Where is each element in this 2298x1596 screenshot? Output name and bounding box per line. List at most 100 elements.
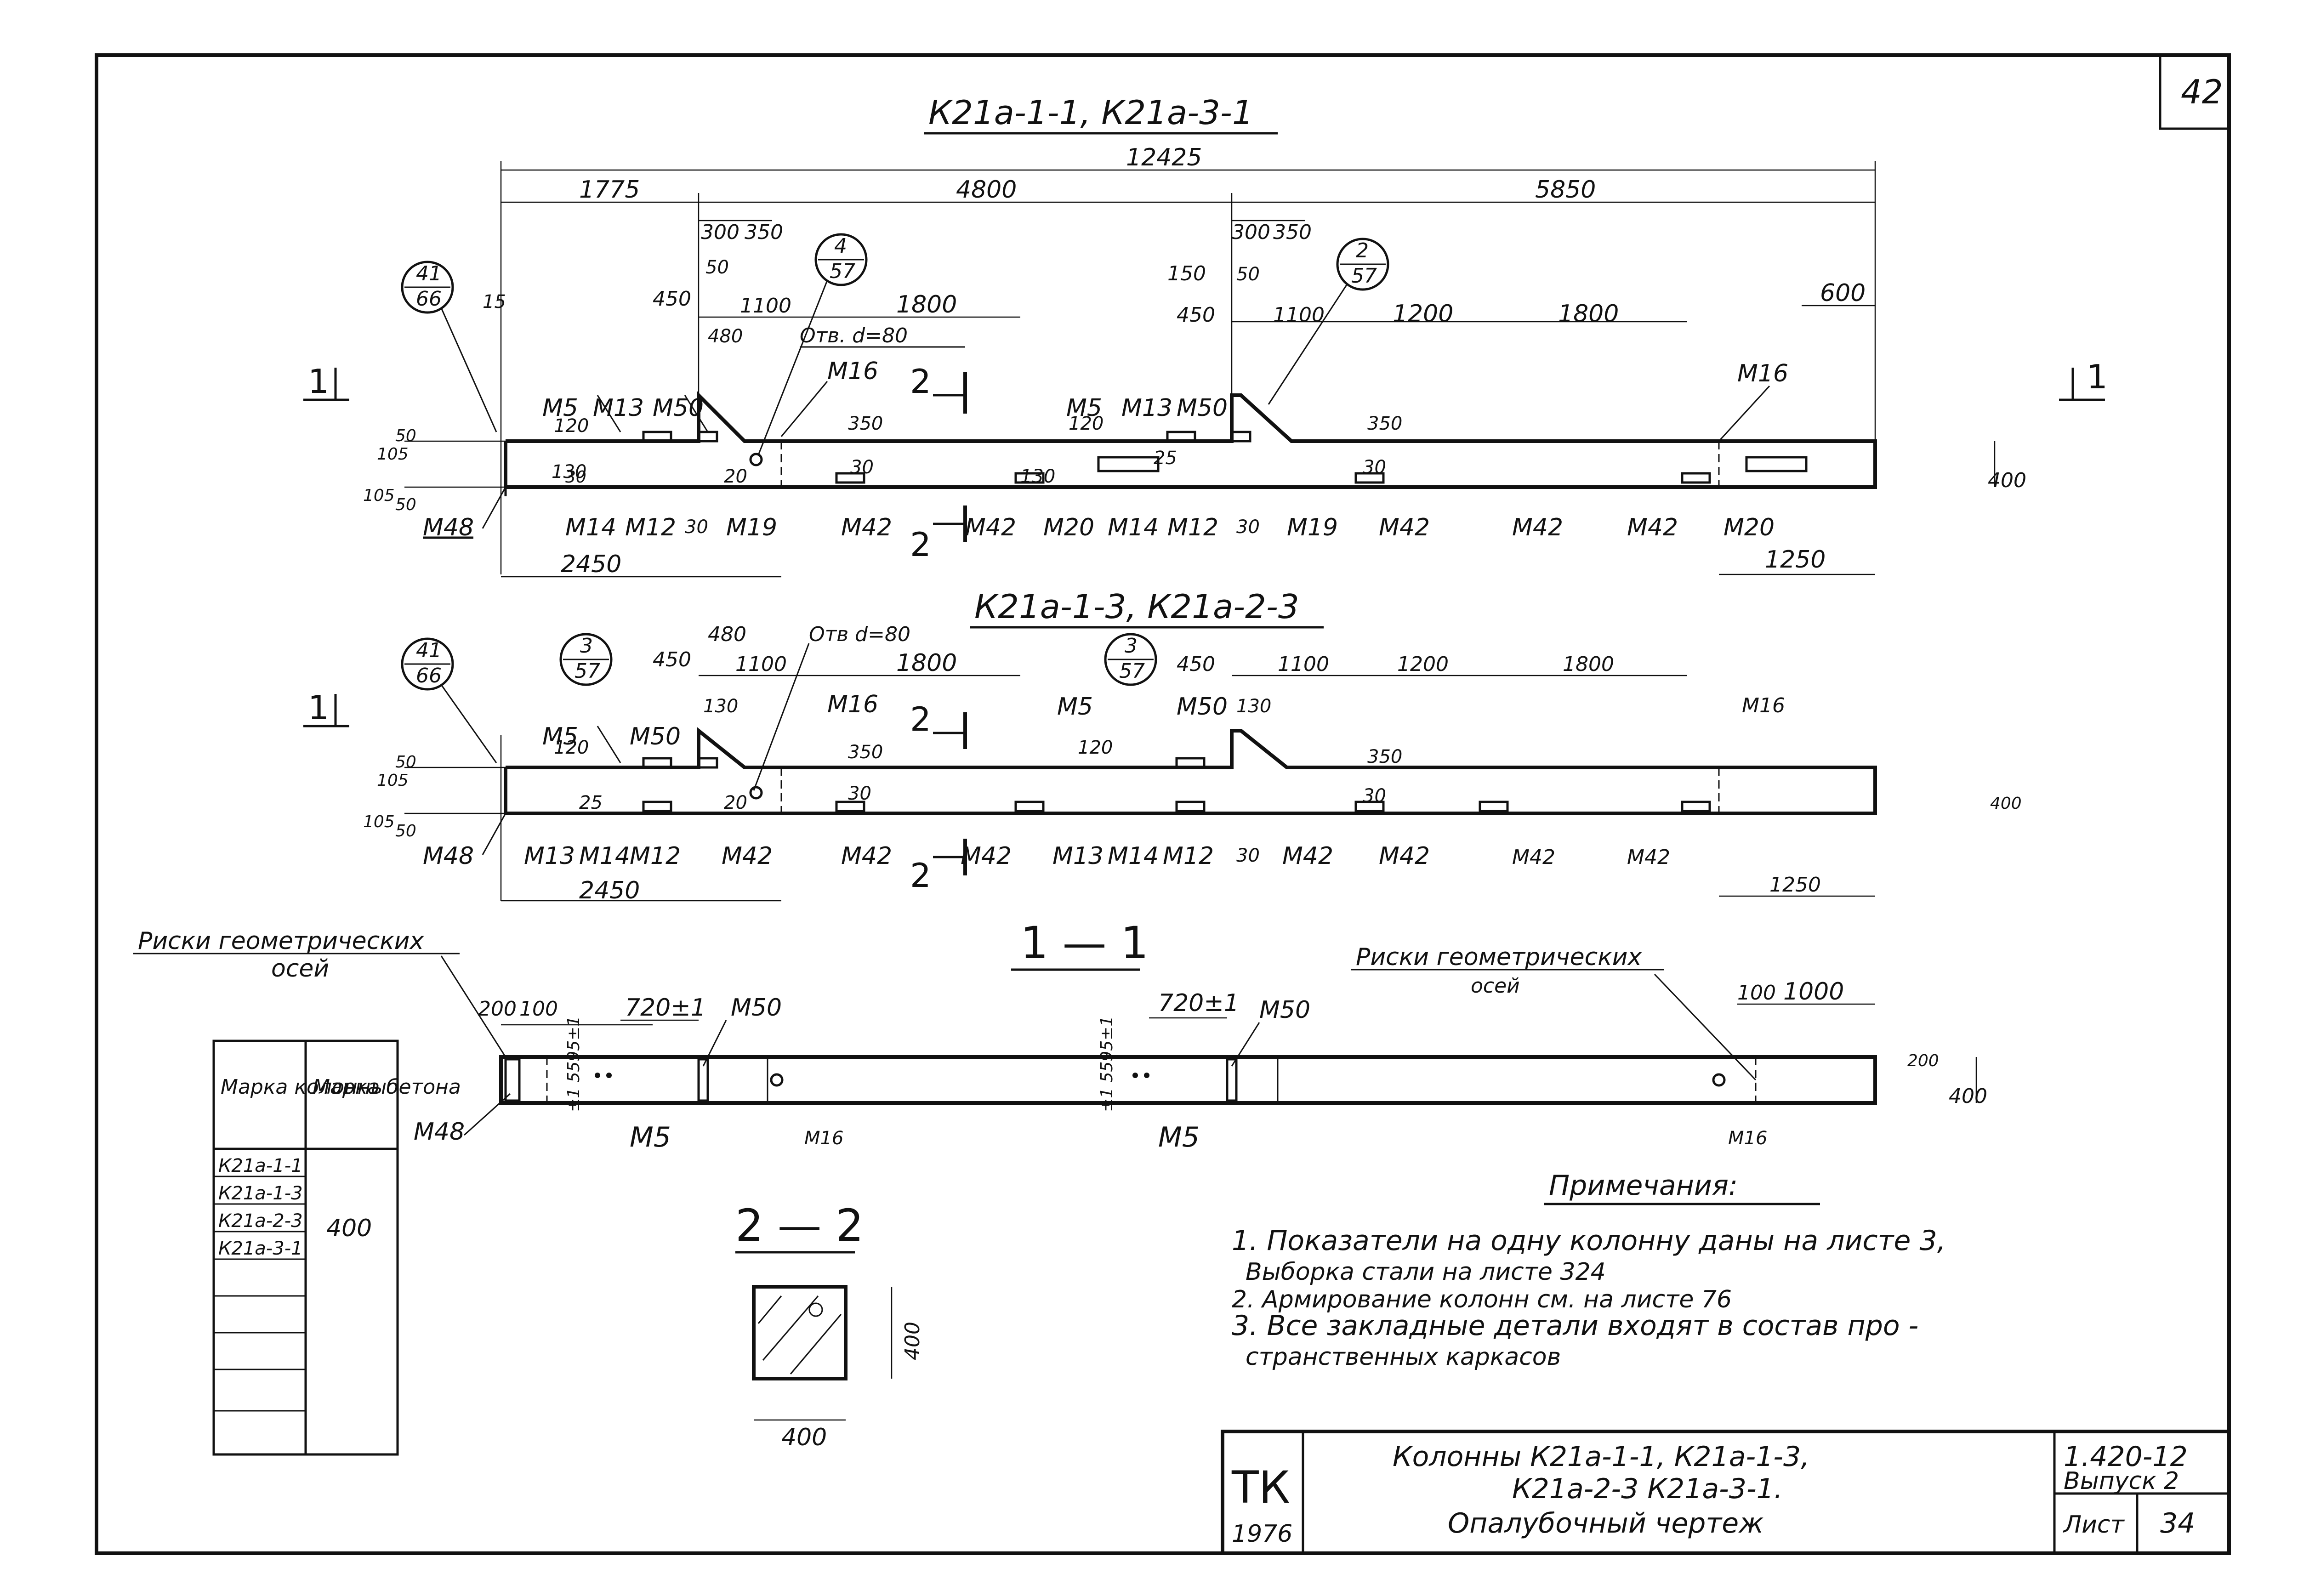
section11-hole-1: [770, 1073, 784, 1087]
view2-d-50a: 50: [395, 753, 416, 772]
view1-d-1200: 1200: [1393, 300, 1453, 328]
section11-dot-1: [595, 1073, 600, 1078]
view2-d-20: 20: [724, 792, 747, 813]
view2-m50b: М50: [1177, 693, 1228, 721]
view1: К21а-1-1, К21а-3-1 12425 1775 4800 5850 …: [303, 93, 2108, 578]
notes: Примечания: 1. Показатели на одну колонн…: [1232, 1170, 1946, 1371]
view2-m12b: М12: [1163, 842, 1214, 870]
view2: К21а-1-3, К21а-2-3 450 480 1100 1800 130…: [303, 587, 2022, 904]
section22-d-width: 400: [781, 1424, 827, 1451]
view2-m42c: М42: [961, 842, 1012, 870]
view1-d-150: 150: [1167, 262, 1206, 285]
view2-callout-3b: 3: [1125, 634, 1138, 658]
view1-d-350: 350: [745, 221, 783, 244]
view2-m5: М5: [542, 723, 578, 750]
section11-dot-3: [1132, 1073, 1138, 1078]
view1-column-outline: [504, 391, 1877, 489]
concrete-table: Марка колонны Марка бетона К21а-1-1 К21а…: [212, 1039, 461, 1456]
view2-plate-m50b: [1175, 757, 1206, 769]
section11-m5b: М5: [1158, 1121, 1200, 1153]
view2-leader-m5: [597, 726, 621, 763]
view2-callout-57: 57: [574, 659, 600, 683]
view1-d-105a: 105: [377, 445, 409, 464]
section11-leader-m50b: [1231, 1022, 1260, 1067]
view2-d-400: 400: [1990, 794, 2022, 813]
view1-d-480: 480: [708, 326, 743, 347]
view1-m42d: М42: [1512, 514, 1563, 541]
view2-d-120b: 120: [1078, 737, 1113, 758]
view1-sec1-left: 1: [308, 362, 329, 401]
section11-axis-left-1: Риски геометрических: [138, 927, 424, 955]
view2-plate-m42-4: [1479, 801, 1509, 812]
view2-title: К21а-1-3, К21а-2-3: [974, 587, 1299, 626]
view1-m13: М13: [593, 394, 644, 422]
title-year: 1976: [1232, 1520, 1292, 1548]
view1-d-1800b: 1800: [1558, 300, 1619, 328]
view2-d-480: 480: [708, 623, 746, 646]
view2-d-1100b: 1100: [1278, 653, 1329, 676]
view2-m42f: М42: [1512, 846, 1555, 869]
title-series: 1.420-12: [2064, 1441, 2188, 1473]
view2-m42e: М42: [1379, 842, 1430, 870]
view1-d-30c: 30: [685, 517, 708, 538]
view1-m19b: М19: [1287, 514, 1338, 541]
view1-d-450: 450: [653, 287, 691, 311]
table-row-2: К21а-1-3: [218, 1183, 303, 1204]
view2-plate-m50: [697, 757, 718, 769]
view1-sec2-top: 2: [910, 362, 931, 401]
view1-m20: М20: [1043, 514, 1094, 541]
view1-leader-m50: [684, 395, 709, 432]
view1-plate-m20b: [1097, 456, 1160, 472]
view2-d-30b: 30: [1236, 845, 1260, 866]
view1-seg-2: 4800: [956, 176, 1017, 204]
view1-callout-57: 57: [830, 260, 855, 283]
view2-m16: М16: [827, 691, 878, 718]
section11-m50: М50: [731, 994, 782, 1022]
title-org: ТК: [1231, 1462, 1290, 1513]
table-header-col1: Марка колонны: [221, 1075, 387, 1099]
view1-d-1100: 1100: [740, 294, 791, 318]
section11-plate-m50: [697, 1058, 709, 1102]
view1-leader-m16: [780, 381, 828, 437]
title-line-1: Колонны К21а-1-1, К21а-1-3,: [1393, 1441, 1809, 1473]
view2-d-450b: 450: [1177, 653, 1215, 676]
view2-sec2-top: 2: [910, 700, 931, 738]
section11-axis-right-2: осей: [1471, 974, 1520, 998]
view2-d-2450: 2450: [579, 877, 640, 904]
table-grade: 400: [326, 1215, 372, 1242]
view2-callout-41-66: [401, 637, 454, 691]
view1-d-1250: 1250: [1765, 546, 1826, 574]
section11-beam: [499, 1055, 1877, 1105]
view1-m5b: М5: [1066, 394, 1102, 422]
section22-title: 2 — 2: [735, 1200, 864, 1251]
section11-m16b: М16: [1728, 1128, 1767, 1149]
view2-m14: М14: [579, 842, 630, 870]
view1-d-50b: 50: [1236, 264, 1260, 285]
section11: 1 — 1 Риски геометрических осей Риски ге…: [133, 917, 1987, 1153]
view2-callout-3: 3: [580, 634, 593, 658]
view1-callout-41-66: [401, 261, 454, 314]
section11-d-720b: 720±1: [1158, 989, 1239, 1017]
view1-d-450b: 450: [1177, 303, 1215, 327]
view1-d-120b: 120: [1069, 413, 1103, 434]
view1-seg-1: 1775: [579, 176, 640, 204]
table-row-1: К21а-1-1: [218, 1155, 303, 1176]
title-sheet-label: Лист: [2063, 1511, 2125, 1539]
section11-title: 1 — 1: [1020, 917, 1149, 969]
notes-item-1: 1. Показатели на одну колонну даны на ли…: [1232, 1225, 1946, 1257]
view2-plate-m5: [642, 757, 672, 769]
section11-plate-m48: [504, 1058, 521, 1102]
section11-d-200: 200: [478, 997, 517, 1021]
view2-callout-3-57: [559, 633, 613, 686]
view1-m42a: М42: [841, 514, 892, 541]
view2-m14b: М14: [1108, 842, 1159, 870]
view1-d-30d: 30: [1236, 517, 1260, 538]
section11-m5: М5: [630, 1121, 671, 1153]
section11-axis-left-2: осей: [271, 955, 329, 983]
view2-d-350b: 350: [1367, 746, 1402, 767]
view1-d-350vb: 350: [1367, 413, 1402, 434]
view1-d-20: 20: [724, 466, 747, 487]
view2-m42b: М42: [841, 842, 892, 870]
view1-callout-57b: 57: [1351, 264, 1377, 288]
view1-m42e: М42: [1627, 514, 1678, 541]
